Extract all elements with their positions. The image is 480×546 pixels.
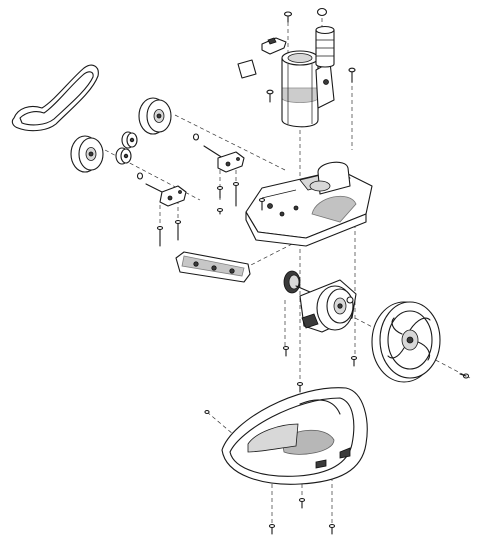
drive-belt bbox=[11, 64, 99, 132]
wheel-screw bbox=[459, 373, 470, 379]
upper-axle-bushing bbox=[121, 131, 138, 149]
upper-roller-wheel bbox=[138, 97, 172, 135]
label-plate bbox=[237, 59, 257, 79]
motor-housing bbox=[281, 50, 335, 128]
bottom-cover-screws bbox=[204, 409, 336, 535]
lower-axle-bracket bbox=[159, 185, 187, 207]
top-screw bbox=[283, 11, 293, 23]
front-bumper bbox=[175, 251, 251, 283]
gearbox-assembly bbox=[299, 279, 357, 333]
bottom-cover bbox=[221, 387, 368, 485]
o-ring bbox=[316, 7, 328, 17]
water-inlet-nozzle bbox=[315, 25, 335, 68]
cover-clip bbox=[261, 37, 287, 55]
bracket-screws bbox=[156, 181, 240, 247]
upper-axle-bracket bbox=[217, 151, 245, 173]
chassis-frame bbox=[245, 161, 373, 247]
main-wheel bbox=[371, 301, 441, 383]
chassis-screws bbox=[258, 197, 266, 211]
gearbox-screws bbox=[282, 345, 358, 393]
housing-screw bbox=[266, 67, 356, 103]
lower-axle-bushing bbox=[115, 147, 132, 165]
lower-roller-wheel bbox=[70, 135, 104, 173]
